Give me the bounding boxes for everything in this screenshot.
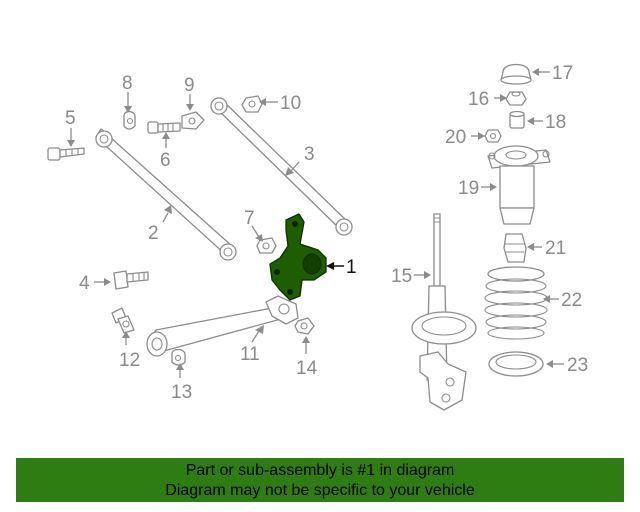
strut-mount-19 [487,145,551,225]
bump-stop-21 [503,233,527,263]
callout-18[interactable]: 18 [545,112,566,133]
bushing-18 [509,110,525,129]
info-banner: Part or sub-assembly is #1 in diagram Di… [16,458,624,502]
callout-labels: 1 2 3 4 5 6 7 8 9 10 11 12 13 14 15 16 1… [65,63,588,403]
callout-8[interactable]: 8 [122,73,133,94]
lower-arm-11 [146,295,299,357]
knuckle-1[interactable] [269,213,327,301]
callout-13[interactable]: 13 [171,382,192,403]
callout-20[interactable]: 20 [445,127,466,148]
nut-20 [484,129,502,143]
bolt-4 [113,270,149,290]
callout-6[interactable]: 6 [160,150,171,171]
callout-9[interactable]: 9 [184,75,195,96]
nut-14 [294,317,315,335]
callout-19[interactable]: 19 [458,178,479,199]
callout-4[interactable]: 4 [79,273,90,294]
callout-14[interactable]: 14 [296,358,318,379]
callout-3[interactable]: 3 [304,144,315,165]
bolt-6 [147,121,181,134]
callout-5[interactable]: 5 [65,108,76,129]
banner-line-2: Diagram may not be specific to your vehi… [165,482,475,499]
nut-16 [505,91,527,106]
leader-lines [67,68,564,378]
callout-12[interactable]: 12 [119,350,140,371]
mount-17 [500,63,532,85]
banner-line-1: Part or sub-assembly is #1 in diagram [185,462,455,479]
clip-13 [171,348,186,366]
nut-10 [241,95,263,113]
parts-diagram: 1 2 3 4 5 6 7 8 9 10 11 12 13 14 15 16 1… [47,63,588,411]
callout-16[interactable]: 16 [468,89,489,110]
spring-seat-23 [488,351,544,377]
leader-line-1 [326,262,344,270]
bolt-12 [111,307,135,334]
callout-11[interactable]: 11 [240,344,260,365]
callout-1[interactable]: 1 [346,257,357,278]
control-arm-2 [95,128,237,261]
bolt-5 [47,147,85,161]
control-arm-3 [210,97,353,236]
nut-7 [256,237,277,254]
clip-8 [123,110,136,130]
strut-15 [411,213,477,411]
coil-spring-22 [484,266,548,340]
nut-9 [181,111,205,130]
callout-15[interactable]: 15 [391,266,412,287]
callout-22[interactable]: 22 [561,290,582,311]
callout-21[interactable]: 21 [545,238,566,259]
callout-17[interactable]: 17 [552,63,573,84]
callout-10[interactable]: 10 [280,93,301,114]
callout-2[interactable]: 2 [148,223,159,244]
callout-7[interactable]: 7 [244,208,255,229]
callout-23[interactable]: 23 [567,355,588,376]
